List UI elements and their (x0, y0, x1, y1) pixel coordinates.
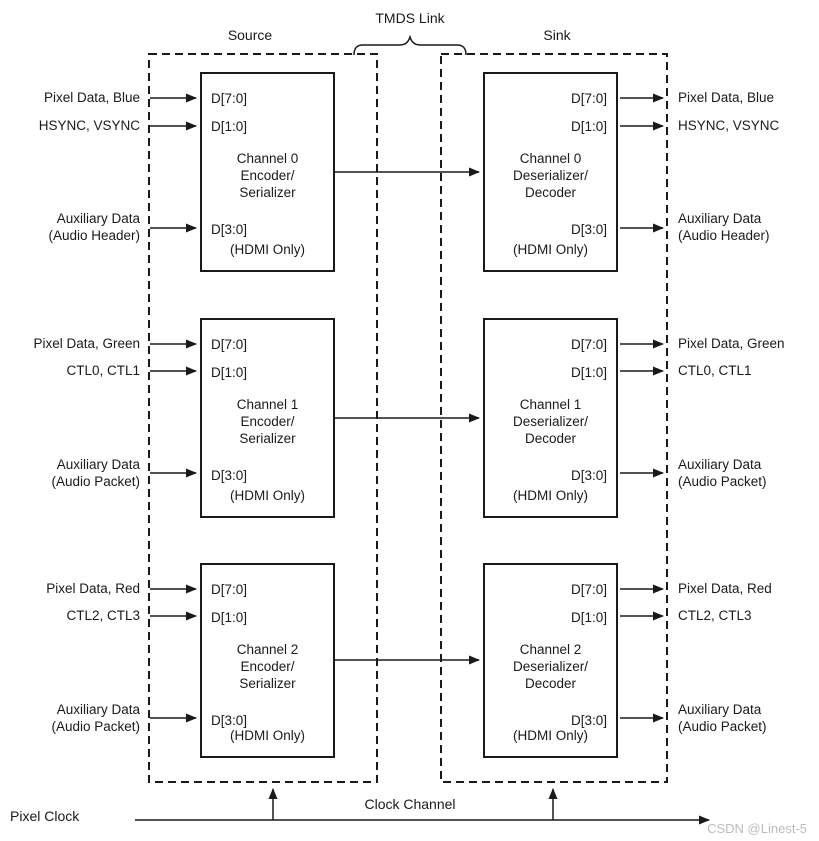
src-signal-label: Pixel Data, Green (33, 336, 140, 351)
port-d10: D[1:0] (211, 365, 248, 380)
channel-0-decoder-title: Channel 0 Deserializer/ Decoder (512, 151, 589, 200)
hdmi-only-note: (HDMI Only) (230, 728, 305, 743)
port-d30: D[3:0] (211, 713, 248, 728)
channel-0-decoder-box: D[7:0] D[1:0] Channel 0 Deserializer/ De… (483, 72, 618, 272)
src-signal-label: Auxiliary Data (Audio Header) (0, 210, 140, 244)
channel-2-encoder-box: D[7:0] D[1:0] Channel 2 Encoder/ Seriali… (200, 563, 335, 758)
aux-line-1: Auxiliary Data (56, 457, 140, 472)
sink-region-label: Sink (543, 27, 571, 43)
port-d30: D[3:0] (570, 222, 607, 237)
aux-line-1: Auxiliary Data (678, 211, 762, 226)
channel-1-encoder-box: D[7:0] D[1:0] Channel 1 Encoder/ Seriali… (200, 318, 335, 518)
channel-0-encoder-box: D[7:0] D[1:0] Channel 0 Encoder/ Seriali… (200, 72, 335, 272)
clock-channel-label: Clock Channel (364, 796, 456, 812)
hdmi-only-note: (HDMI Only) (513, 728, 588, 743)
channel-1-decoder-title: Channel 1 Deserializer/ Decoder (512, 397, 589, 446)
aux-line-2: (Audio Packet) (678, 474, 767, 489)
port-d70: D[7:0] (211, 337, 248, 352)
channel-1-decoder-box: D[7:0] D[1:0] Channel 1 Deserializer/ De… (483, 318, 618, 518)
port-d10: D[1:0] (570, 610, 607, 625)
src-signal-label: Auxiliary Data (Audio Packet) (0, 701, 140, 735)
sink-signal-label: Auxiliary Data (Audio Packet) (678, 456, 819, 490)
sink-signal-label: Auxiliary Data (Audio Header) (678, 210, 819, 244)
src-signal-label: Pixel Data, Blue (43, 90, 140, 105)
sink-signal-label: CTL0, CTL1 (678, 363, 752, 378)
hdmi-only-note: (HDMI Only) (513, 488, 588, 503)
pixel-clock-label: Pixel Clock (10, 808, 80, 824)
aux-line-1: Auxiliary Data (56, 702, 140, 717)
sink-signal-label: CTL2, CTL3 (678, 608, 752, 623)
csdn-watermark: CSDN @Linest-5 (707, 821, 807, 836)
port-d70: D[7:0] (211, 91, 248, 106)
port-d10: D[1:0] (570, 365, 607, 380)
channel-0-encoder-title: Channel 0 Encoder/ Serializer (236, 151, 299, 200)
sink-signal-label: Pixel Data, Green (678, 336, 785, 351)
port-d70: D[7:0] (570, 582, 607, 597)
aux-line-1: Auxiliary Data (678, 457, 762, 472)
channel-2-decoder-box: D[7:0] D[1:0] Channel 2 Deserializer/ De… (483, 563, 618, 758)
port-d30: D[3:0] (570, 468, 607, 483)
port-d70: D[7:0] (570, 337, 607, 352)
channel-2-encoder-title: Channel 2 Encoder/ Serializer (236, 642, 299, 691)
aux-line-2: (Audio Packet) (678, 719, 767, 734)
sink-signal-label: Pixel Data, Blue (678, 90, 775, 105)
port-d70: D[7:0] (570, 91, 607, 106)
src-signal-label: CTL0, CTL1 (66, 363, 140, 378)
port-d10: D[1:0] (211, 119, 248, 134)
src-signal-label: CTL2, CTL3 (66, 608, 140, 623)
sink-signal-label: Pixel Data, Red (678, 581, 772, 596)
port-d10: D[1:0] (570, 119, 607, 134)
hdmi-only-note: (HDMI Only) (230, 488, 305, 503)
tmds-link-brace-icon (353, 34, 467, 56)
sink-signal-label: Auxiliary Data (Audio Packet) (678, 701, 819, 735)
sink-signal-label: HSYNC, VSYNC (678, 118, 780, 133)
hdmi-only-note: (HDMI Only) (230, 242, 305, 257)
aux-line-2: (Audio Header) (48, 228, 140, 243)
channel-2-decoder-title: Channel 2 Deserializer/ Decoder (512, 642, 589, 691)
aux-line-1: Auxiliary Data (678, 702, 762, 717)
aux-line-2: (Audio Header) (678, 228, 770, 243)
aux-line-1: Auxiliary Data (56, 211, 140, 226)
source-region-label: Source (227, 27, 273, 43)
port-d70: D[7:0] (211, 582, 248, 597)
src-signal-label: Pixel Data, Red (46, 581, 140, 596)
aux-line-2: (Audio Packet) (51, 474, 140, 489)
channel-1-encoder-title: Channel 1 Encoder/ Serializer (236, 397, 299, 446)
port-d10: D[1:0] (211, 610, 248, 625)
hdmi-only-note: (HDMI Only) (513, 242, 588, 257)
tmds-link-title: TMDS Link (375, 10, 445, 26)
src-signal-label: HSYNC, VSYNC (38, 118, 140, 133)
aux-line-2: (Audio Packet) (51, 719, 140, 734)
port-d30: D[3:0] (211, 468, 248, 483)
port-d30: D[3:0] (570, 713, 607, 728)
port-d30: D[3:0] (211, 222, 248, 237)
src-signal-label: Auxiliary Data (Audio Packet) (0, 456, 140, 490)
